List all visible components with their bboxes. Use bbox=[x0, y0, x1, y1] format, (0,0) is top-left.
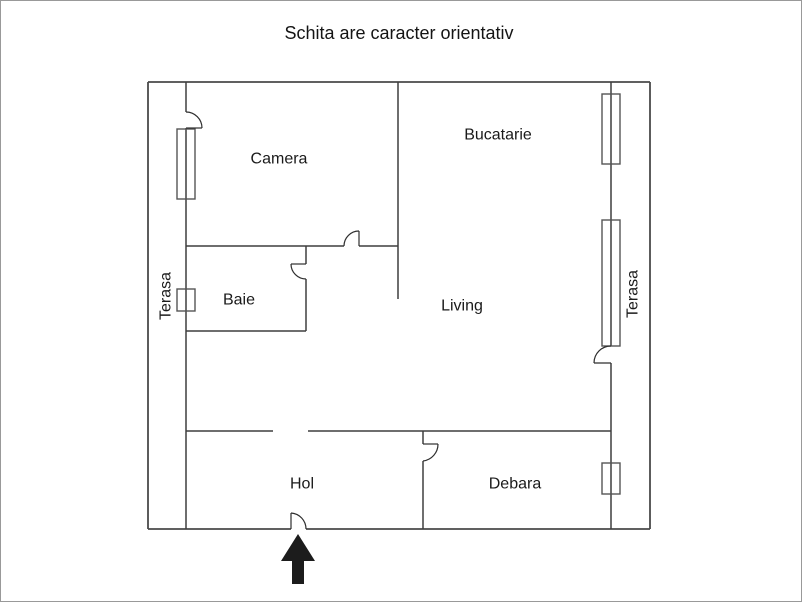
label-terasa-right: Terasa bbox=[625, 270, 642, 318]
door-arc bbox=[593, 345, 612, 364]
doors-group bbox=[185, 111, 612, 530]
door-living-terasa bbox=[593, 345, 612, 364]
window-bucatarie-terasa bbox=[601, 93, 621, 165]
outer-walls-group bbox=[147, 81, 651, 530]
door-arc bbox=[422, 443, 439, 462]
door-arc bbox=[185, 111, 203, 129]
door-arc bbox=[343, 230, 360, 247]
door-terasa-camera bbox=[185, 111, 203, 129]
door-entrance bbox=[290, 512, 307, 530]
door-arc bbox=[290, 263, 307, 280]
door-baie bbox=[290, 263, 307, 280]
door-arc bbox=[290, 512, 307, 530]
label-living: Living bbox=[441, 298, 483, 315]
window-camera-terasa bbox=[176, 128, 196, 200]
label-bucatarie: Bucatarie bbox=[464, 127, 532, 144]
label-hol: Hol bbox=[290, 476, 314, 493]
label-terasa-left: Terasa bbox=[158, 272, 175, 320]
interior-walls-group bbox=[185, 82, 612, 529]
label-debara: Debara bbox=[489, 476, 542, 493]
door-debara bbox=[422, 443, 439, 462]
window-debara-terasa bbox=[601, 462, 621, 495]
label-camera: Camera bbox=[251, 151, 308, 168]
label-baie: Baie bbox=[223, 292, 255, 309]
plan-title: Schita are caracter orientativ bbox=[284, 23, 513, 43]
entrance-arrow-icon bbox=[281, 534, 315, 584]
window-baie-terasa bbox=[176, 288, 196, 312]
room-labels-group: Camera Bucatarie Baie Living Hol Debara … bbox=[158, 127, 642, 493]
door-camera-hall bbox=[343, 230, 360, 247]
